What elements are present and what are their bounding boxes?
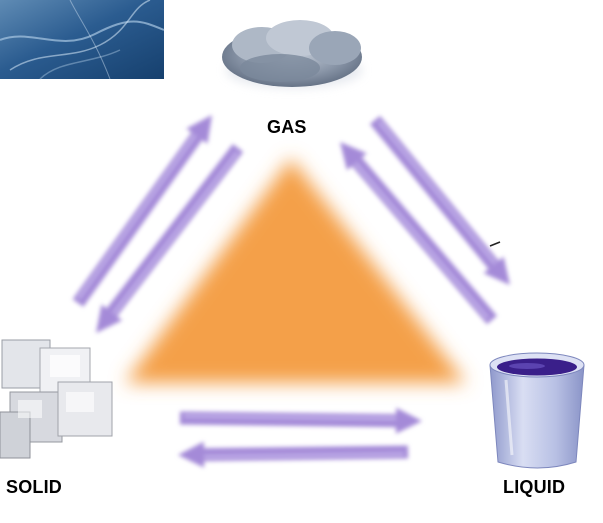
energy-triangle <box>125 158 466 383</box>
gas-label: GAS <box>267 117 307 137</box>
cloud-icon <box>222 20 362 88</box>
arrow-liquid-to-solid <box>178 441 409 468</box>
arrow-gas-to-solid <box>96 144 244 334</box>
arrow-solid-to-gas <box>72 114 212 307</box>
beaker-icon <box>489 352 585 469</box>
solid-label: SOLID <box>6 477 63 497</box>
arrow-gas-to-liquid <box>369 115 511 286</box>
water-surface-photo-icon <box>0 0 165 80</box>
speck-mark <box>489 241 501 247</box>
arrow-solid-to-liquid <box>179 407 423 434</box>
arrow-liquid-to-gas <box>340 141 497 325</box>
transition-arrows <box>72 114 511 468</box>
ice-cubes-icon <box>0 339 113 459</box>
liquid-label: LIQUID <box>503 477 566 497</box>
